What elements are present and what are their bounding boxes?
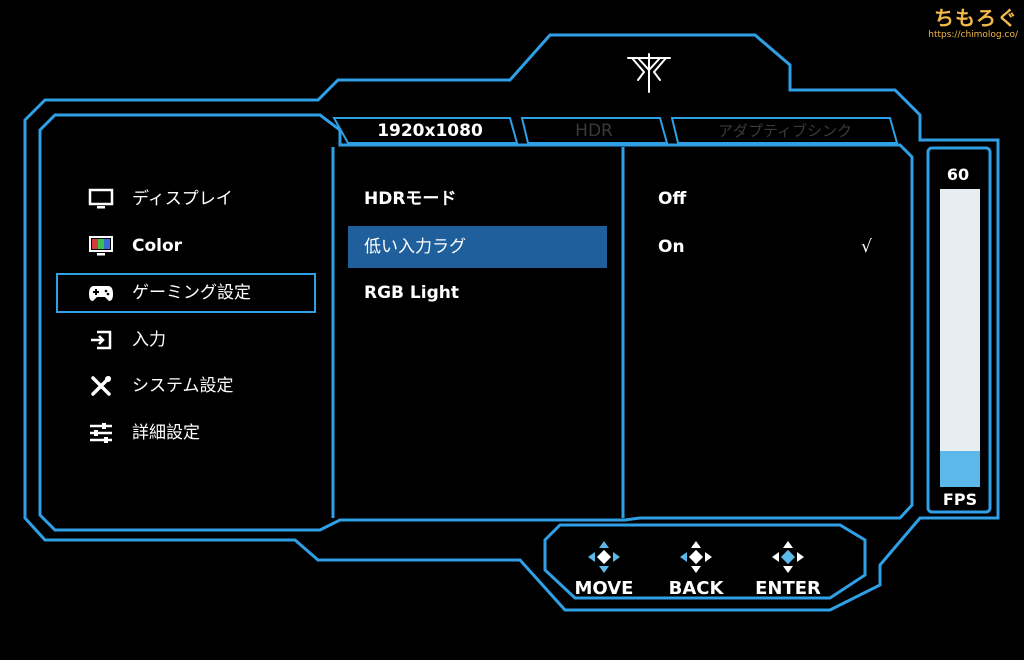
- submenu-label: RGB Light: [364, 283, 459, 303]
- submenu-label: 低い入力ラグ: [364, 237, 466, 257]
- menu-item-input[interactable]: 入力: [56, 320, 316, 360]
- fps-meter: [940, 189, 980, 487]
- sliders-icon: [90, 423, 112, 443]
- option-label: Off: [658, 189, 687, 209]
- menu-label-system: システム設定: [132, 376, 234, 396]
- submenu-item-hdr-mode[interactable]: HDRモード: [348, 178, 607, 220]
- menu-label-input: 入力: [132, 330, 166, 350]
- nav-back: BACK: [656, 540, 736, 599]
- option-on[interactable]: On √: [642, 226, 892, 268]
- fps-label: FPS: [942, 490, 978, 509]
- menu-item-system[interactable]: システム設定: [56, 366, 316, 406]
- menu-item-display[interactable]: ディスプレイ: [56, 179, 316, 219]
- dpad-back-icon: [680, 541, 712, 573]
- tools-icon: [91, 376, 111, 396]
- submenu-item-low-input-lag[interactable]: 低い入力ラグ: [348, 226, 607, 268]
- dpad-enter-icon: [772, 541, 804, 573]
- menu-item-color[interactable]: Color: [56, 226, 316, 266]
- tab-resolution[interactable]: 1920x1080: [377, 121, 483, 141]
- menu-label-advanced: 詳細設定: [132, 423, 200, 443]
- watermark-title: ちもろぐ: [934, 6, 1018, 30]
- menu-label-gaming: ゲーミング設定: [132, 283, 251, 303]
- tab-hdr[interactable]: HDR: [575, 121, 613, 141]
- check-icon: √: [861, 237, 872, 257]
- nav-label-back: BACK: [668, 578, 724, 599]
- brand-logo-icon: [627, 53, 671, 93]
- dpad-move-icon: [588, 541, 620, 573]
- watermark: ちもろぐ https://chimolog.co/: [928, 6, 1018, 41]
- menu-item-gaming[interactable]: ゲーミング設定: [56, 273, 316, 313]
- nav-move: MOVE: [564, 540, 644, 599]
- nav-enter: ENTER: [748, 540, 828, 599]
- monitor-icon: [88, 188, 114, 209]
- menu-item-advanced[interactable]: 詳細設定: [56, 413, 316, 453]
- watermark-url: https://chimolog.co/: [928, 30, 1018, 40]
- input-icon: [91, 330, 112, 350]
- submenu-label: HDRモード: [364, 189, 457, 209]
- menu-label-color: Color: [132, 236, 183, 256]
- color-icon: [89, 236, 113, 256]
- submenu-item-rgb-light[interactable]: RGB Light: [348, 272, 607, 314]
- tab-adaptive-sync[interactable]: アダプティブシンク: [717, 122, 853, 140]
- menu-label-display: ディスプレイ: [132, 189, 233, 209]
- option-off[interactable]: Off: [642, 178, 892, 220]
- option-label: On: [658, 237, 685, 257]
- fps-meter-fill: [940, 451, 980, 487]
- fps-value: 60: [946, 165, 970, 184]
- nav-label-move: MOVE: [574, 578, 634, 599]
- gamepad-icon: [89, 286, 113, 301]
- nav-label-enter: ENTER: [755, 578, 821, 599]
